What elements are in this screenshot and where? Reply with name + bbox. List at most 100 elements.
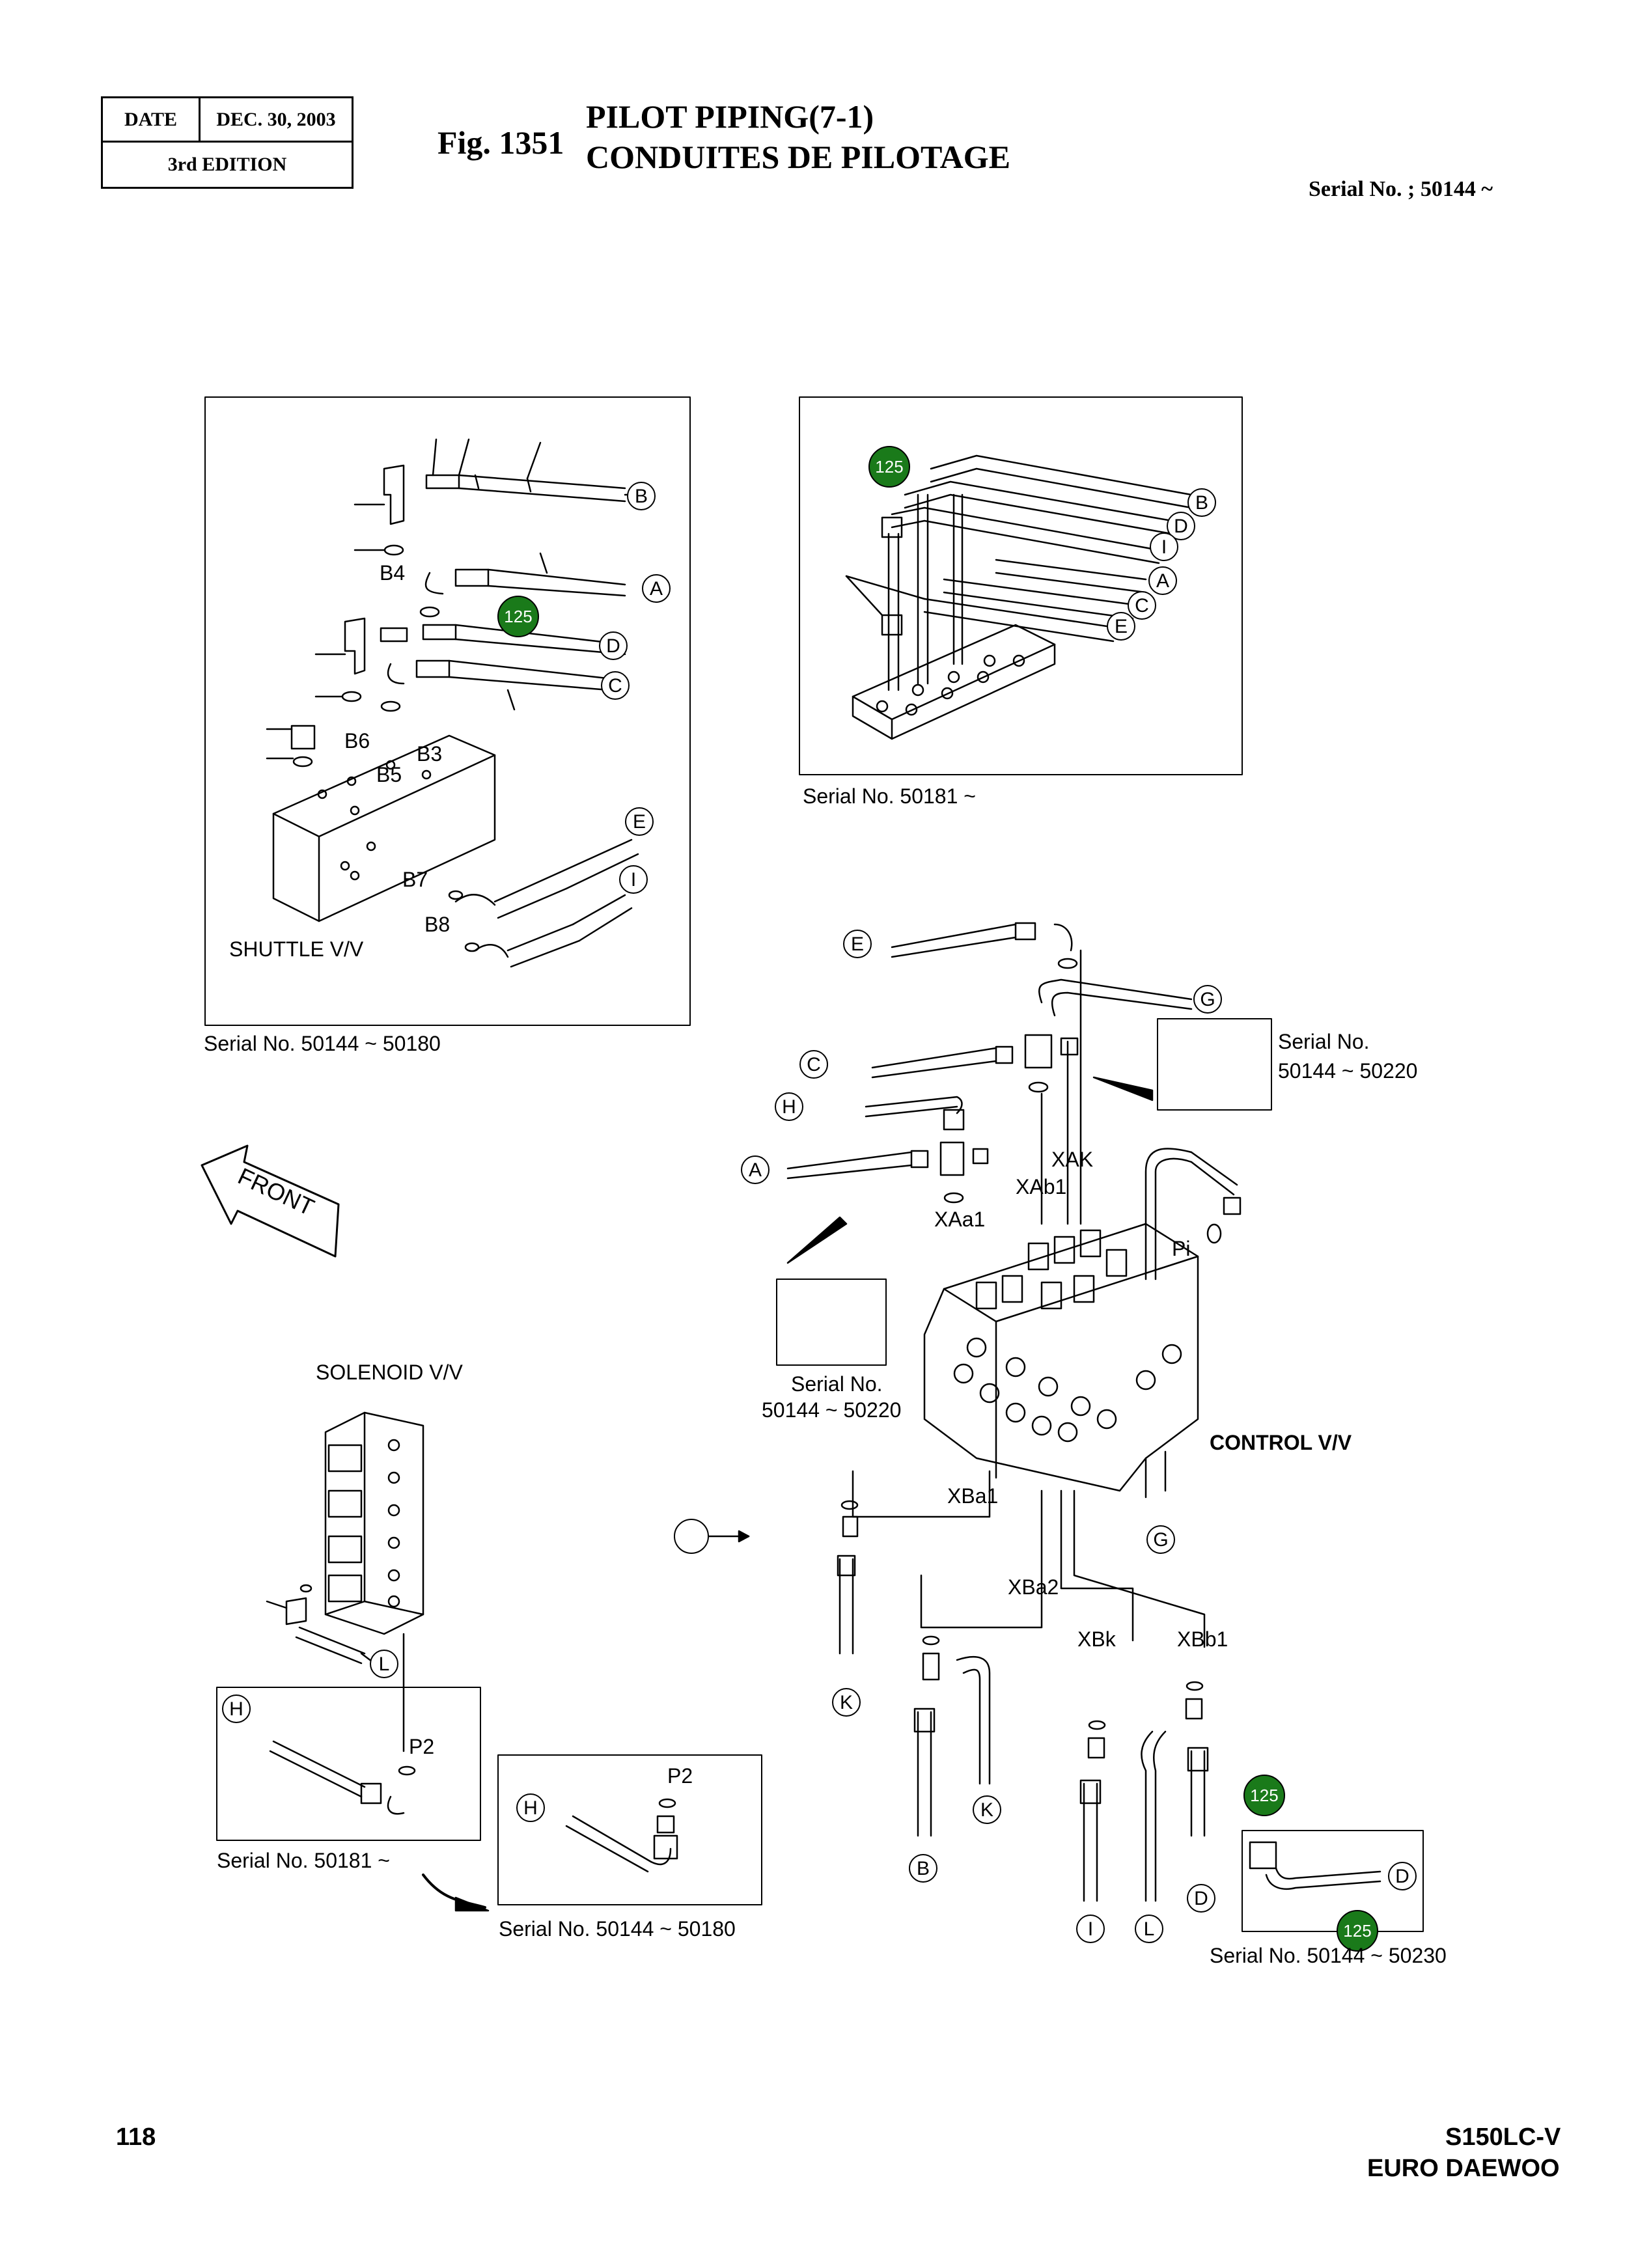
svg-text:C: C [807, 1054, 821, 1075]
svg-text:D: D [1194, 1888, 1208, 1909]
svg-text:125: 125 [1250, 1786, 1278, 1805]
callout-k: K [832, 1688, 861, 1717]
callout-e: E [843, 930, 872, 958]
title-french: CONDUITES DE PILOTAGE [586, 139, 1010, 175]
callout-a: A [1148, 566, 1177, 595]
callout-a: A [642, 574, 671, 603]
svg-text:I: I [631, 869, 636, 891]
callout-d: D [1388, 1862, 1417, 1890]
svg-text:L: L [1144, 1918, 1155, 1940]
shuttle-fittings [266, 438, 639, 968]
callout-c: C [601, 671, 630, 700]
shuttle-valve-label: SHUTTLE V/V [229, 937, 364, 961]
svg-text:H: H [523, 1797, 538, 1819]
shuttle-panel-frame [204, 396, 691, 1026]
callout-l: L [370, 1650, 398, 1678]
svg-text:B: B [635, 486, 648, 507]
callout-h: H [516, 1793, 545, 1822]
port-pi: Pi [1172, 1237, 1191, 1260]
edition-label: 3rd EDITION [167, 154, 287, 175]
port-b6: B6 [344, 729, 370, 753]
port-b5: B5 [376, 763, 402, 786]
title-english: PILOT PIPING(7-1) [586, 98, 874, 135]
svg-text:C: C [608, 675, 622, 697]
callout-e: E [1107, 612, 1135, 641]
part-125-badge: 125 [868, 446, 910, 488]
inset-a-line2: 50144 ~ 50220 [1278, 1059, 1418, 1083]
port-xba2: XBa2 [1008, 1575, 1059, 1599]
upper-right-assembly [845, 454, 1193, 740]
svg-text:B: B [1195, 492, 1208, 514]
control-valve-label: CONTROL V/V [1210, 1431, 1352, 1454]
port-xab1: XAb1 [1016, 1175, 1067, 1198]
solenoid-port-p2-a: P2 [409, 1735, 435, 1758]
solenoid-inset-frame-b [497, 1754, 762, 1905]
svg-text:I: I [1161, 536, 1167, 558]
control-upper-hoses [786, 922, 1242, 1280]
callout-g: G [1193, 985, 1222, 1014]
svg-text:D: D [1174, 516, 1188, 537]
svg-text:125: 125 [504, 607, 532, 626]
figure-number: Fig. 1351 [437, 124, 564, 161]
callout-l: L [1135, 1915, 1163, 1943]
date-edition-box: DATE DEC. 30, 2003 3rd EDITION [101, 96, 354, 189]
svg-text:H: H [229, 1698, 243, 1720]
port-b3: B3 [417, 742, 443, 766]
port-xaa1: XAa1 [934, 1208, 986, 1231]
front-arrow [201, 1144, 340, 1258]
svg-text:125: 125 [1343, 1921, 1371, 1941]
brand-name: EURO DAEWOO [1367, 2155, 1560, 2182]
inset-c-hose [1249, 1841, 1381, 1890]
serial-range: Serial No. ; 50144 ~ [1309, 177, 1493, 201]
upper-right-panel-frame [799, 396, 1243, 775]
svg-text:I: I [1088, 1918, 1093, 1940]
callout-a: A [741, 1155, 770, 1184]
svg-text:K: K [840, 1692, 853, 1713]
callout-b: B [627, 482, 656, 510]
inset-frame-c [1242, 1830, 1424, 1932]
callout-b: B [909, 1854, 937, 1883]
svg-text:E: E [633, 811, 646, 833]
callout-d: D [599, 631, 628, 660]
callout-c: C [1128, 591, 1156, 620]
svg-text:125: 125 [875, 457, 903, 477]
callout-g: G [1146, 1525, 1175, 1554]
svg-text:E: E [851, 933, 864, 955]
solenoid-inset-frame-a [216, 1687, 481, 1841]
svg-text:A: A [1156, 570, 1169, 592]
svg-text:C: C [1135, 595, 1149, 616]
upper-right-serial-caption: Serial No. 50181 ~ [803, 784, 976, 808]
shuttle-valve-block [272, 734, 496, 922]
solenoid-valve-label: SOLENOID V/V [316, 1361, 463, 1384]
solenoid-port-p2-b: P2 [667, 1764, 693, 1788]
part-125-badge: 125 [1337, 1910, 1378, 1952]
reference-circle [674, 1519, 709, 1554]
port-b8: B8 [424, 913, 451, 936]
control-lower-hoses [699, 1470, 1209, 1902]
callout-h: H [222, 1694, 251, 1723]
date-label: DATE [103, 98, 201, 143]
svg-text:A: A [650, 578, 663, 600]
callout-e: E [625, 807, 654, 836]
port-b4: B4 [380, 561, 406, 585]
date-value: DEC. 30, 2003 [216, 109, 336, 130]
page-number: 118 [116, 2123, 156, 2151]
inset-b-line2: 50144 ~ 50220 [762, 1398, 902, 1422]
svg-text:H: H [782, 1096, 796, 1118]
inset-c-caption: Serial No. 50144 ~ 50230 [1210, 1944, 1447, 1967]
port-xbk: XBk [1077, 1627, 1116, 1651]
shuttle-serial-caption: Serial No. 50144 ~ 50180 [204, 1032, 441, 1055]
svg-text:B: B [917, 1858, 930, 1879]
port-xbb1: XBb1 [1177, 1627, 1228, 1651]
callout-b: B [1187, 488, 1216, 517]
part-125-badge: 125 [1243, 1775, 1285, 1816]
port-b7: B7 [402, 868, 428, 891]
solenoid-valve-block [266, 1411, 678, 1912]
port-xba1: XBa1 [947, 1484, 999, 1508]
svg-text:E: E [1115, 616, 1128, 637]
inset-frame-b [776, 1279, 887, 1366]
model-name: S150LC-V [1445, 2123, 1561, 2151]
callout-i: I [1150, 532, 1178, 561]
